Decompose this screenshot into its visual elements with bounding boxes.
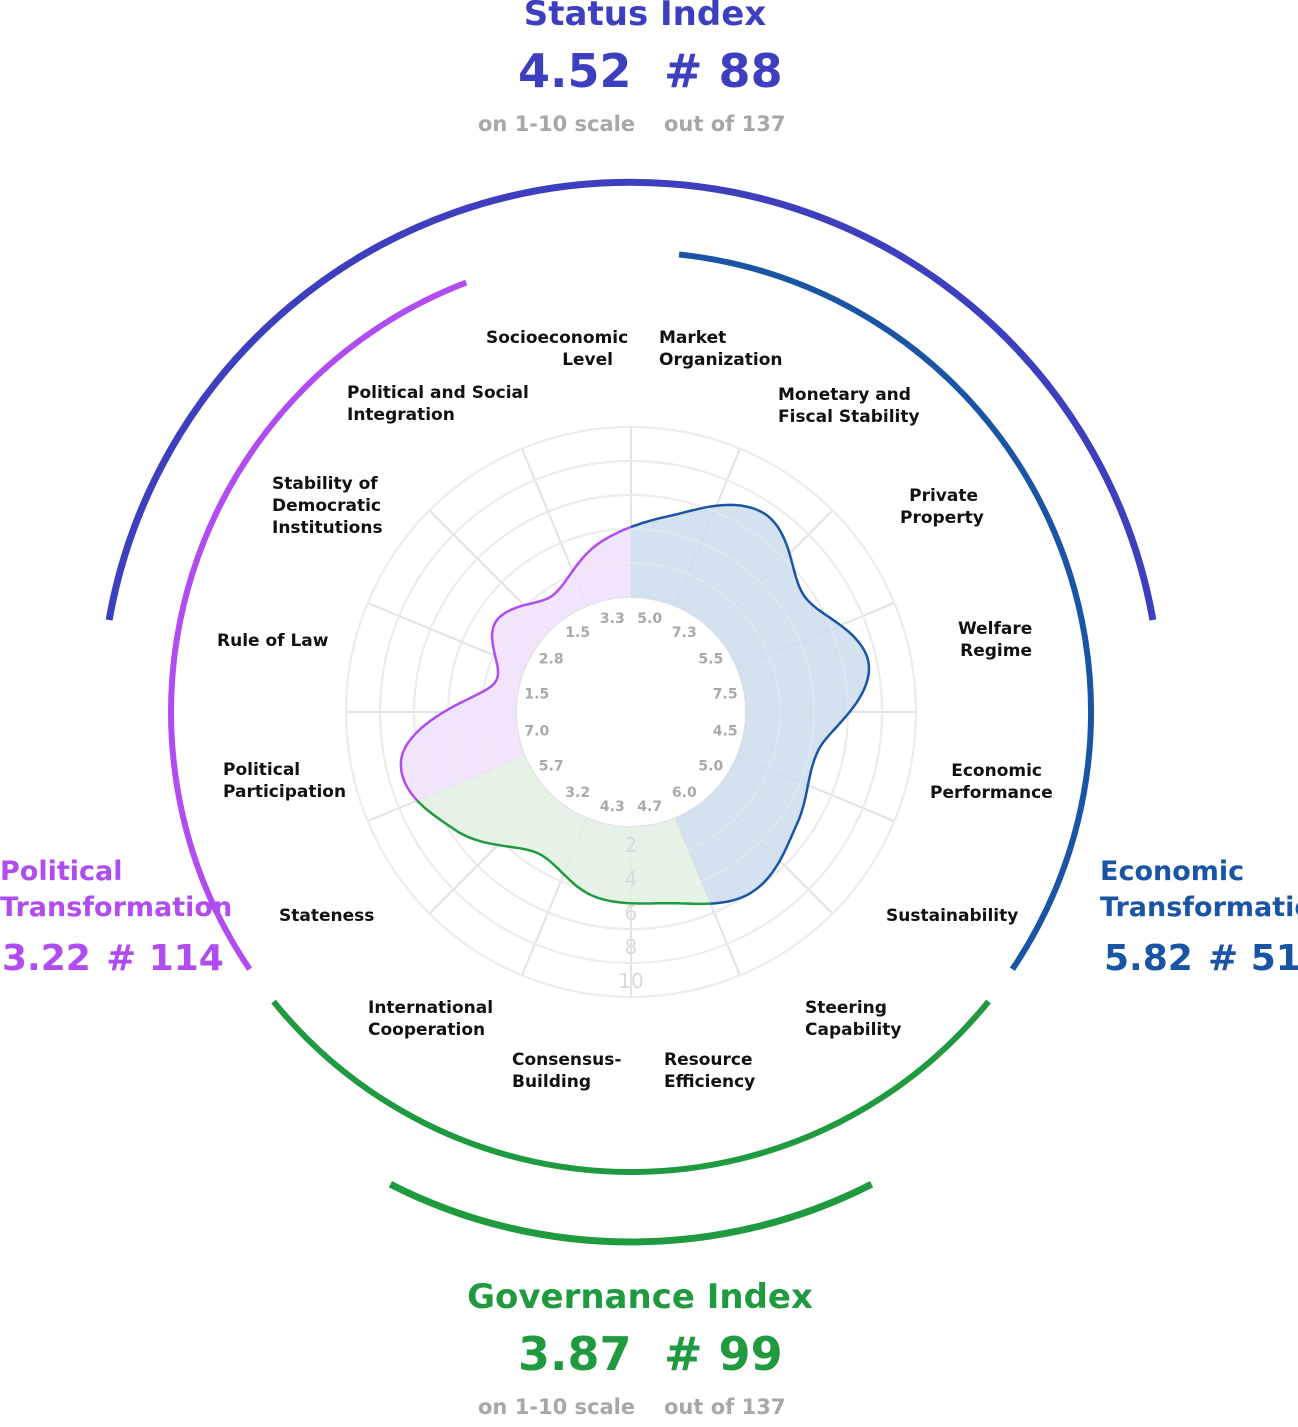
axis-value-label: 7.3 <box>672 625 697 641</box>
axis-value-label: 5.0 <box>698 758 723 774</box>
axis-label-sustainability: Sustainability <box>886 906 1019 926</box>
economic-transformation-arc <box>678 251 1094 971</box>
radial-tick-label: 6 <box>625 901 638 925</box>
axis-value-label: 4.5 <box>713 724 738 740</box>
economic-transformation-rank: # 51 <box>1208 938 1298 979</box>
grid-ring-overlay <box>447 528 815 896</box>
axis-value-label: 2.8 <box>539 652 564 668</box>
economic-area <box>631 504 869 904</box>
governance-index-rank-note: out of 137 <box>664 1395 786 1419</box>
grid-ring-overlay <box>481 562 781 862</box>
axis-value-label: 5.7 <box>539 758 564 774</box>
radial-tick-label: 4 <box>625 867 638 891</box>
governance-index-score: 3.87 <box>518 1327 632 1381</box>
political-transformation-arc <box>168 279 468 971</box>
status-index-rank-note: out of 137 <box>664 112 786 136</box>
governance-line <box>416 799 711 906</box>
governance-index-rank: # 99 <box>664 1327 783 1381</box>
axis-value-label: 7.5 <box>713 686 738 702</box>
political-area <box>400 527 631 801</box>
governance-arc <box>271 999 991 1176</box>
outer-arcs <box>105 178 1157 1246</box>
status-index-arc <box>105 178 1157 621</box>
status-index-title: Status Index <box>523 0 767 34</box>
axis-label-consensus-building: Consensus-Building <box>512 1050 622 1092</box>
grid-ring-overlay <box>345 426 917 998</box>
radar-outline <box>399 503 871 906</box>
radial-tick-label: 10 <box>618 969 643 993</box>
governance-index-arc <box>388 1181 874 1246</box>
status-index-score: 4.52 <box>518 44 632 98</box>
political-transformation-title-line1: Political <box>0 856 123 887</box>
grid-ring <box>515 596 747 828</box>
radar-fills <box>345 426 917 998</box>
axis-value-label: 1.5 <box>565 625 590 641</box>
governance-index-title: Governance Index <box>467 1277 813 1317</box>
status-index-rank: # 88 <box>664 44 783 98</box>
axis-value-label: 4.7 <box>637 799 662 815</box>
radial-tick-label: 8 <box>625 935 638 959</box>
economic-transformation-title-line2: Transformation <box>1100 892 1298 923</box>
axis-value-label: 4.3 <box>600 799 625 815</box>
axis-value-label: 3.2 <box>565 785 590 801</box>
axis-value-label: 3.3 <box>600 611 625 627</box>
axis-value-label: 5.5 <box>698 652 723 668</box>
economic-transformation-title-line1: Economic <box>1100 856 1245 887</box>
radar-tick-labels: 2 4 6 8 10 <box>618 833 643 993</box>
political-transformation-title-line2: Transformation <box>0 892 233 923</box>
grid-ring-overlay <box>379 460 883 964</box>
axis-value-label: 5.0 <box>637 611 662 627</box>
political-transformation-score: 3.22 <box>2 938 91 979</box>
axis-value-label: 1.5 <box>524 686 549 702</box>
economic-line <box>630 503 871 905</box>
axis-value-label: 6.0 <box>672 785 697 801</box>
political-line <box>399 525 632 802</box>
governance-index-score-note: on 1-10 scale <box>478 1395 636 1419</box>
governance-area <box>417 756 711 904</box>
economic-transformation-score: 5.82 <box>1104 938 1193 979</box>
radial-tick-label: 2 <box>625 833 638 857</box>
axis-value-label: 7.0 <box>524 724 549 740</box>
political-transformation-rank: # 114 <box>106 938 224 979</box>
axis-label-stateness: Stateness <box>279 906 375 926</box>
axis-label-rule-of-law: Rule of Law <box>217 631 329 651</box>
radar-value-labels: 5.07.35.57.54.55.06.04.74.33.25.77.01.52… <box>524 611 737 815</box>
status-index-score-note: on 1-10 scale <box>478 112 636 136</box>
